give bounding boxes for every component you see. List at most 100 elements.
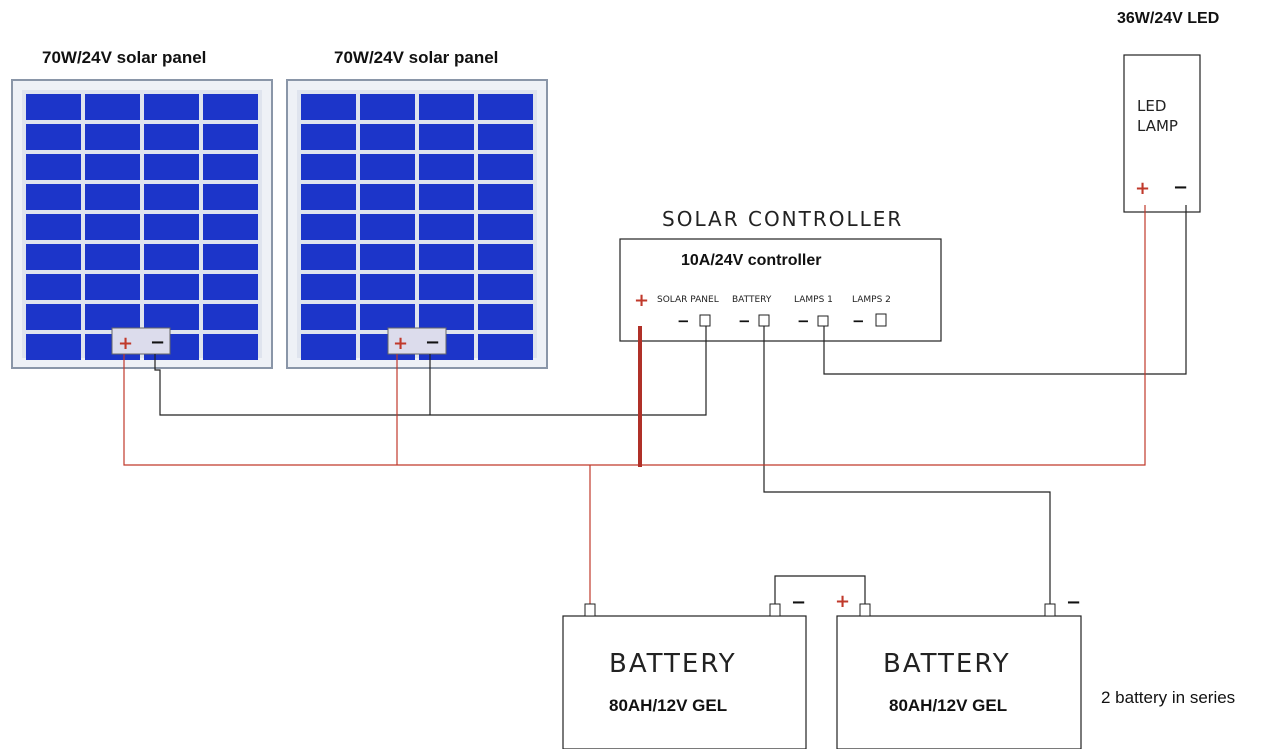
led-title: 36W/24V LED xyxy=(1117,10,1219,27)
solar-cell xyxy=(419,274,474,300)
controller-battery-minus: − xyxy=(738,312,751,330)
controller-lamps1-terminal xyxy=(817,315,829,327)
solar-cell xyxy=(301,334,356,360)
battery-2-negative-post xyxy=(1044,603,1056,617)
solar-panel-2-minus-terminal: − xyxy=(425,332,440,353)
battery-2-minus-label: − xyxy=(1066,592,1081,613)
solar-cell xyxy=(203,274,258,300)
controller-box xyxy=(619,238,942,342)
solar-cell xyxy=(26,334,81,360)
solar-cell xyxy=(144,94,199,120)
solar-cell xyxy=(301,94,356,120)
solar-cell xyxy=(144,244,199,270)
solar-cell xyxy=(360,124,415,150)
led-lamp-box xyxy=(1123,54,1201,213)
led-lamp-line2: LAMP xyxy=(1137,117,1178,135)
solar-cell xyxy=(26,184,81,210)
solar-cell xyxy=(85,184,140,210)
solar-cell xyxy=(26,94,81,120)
battery-2: BATTERY 80AH/12V GEL xyxy=(836,603,1082,749)
solar-cell xyxy=(85,214,140,240)
controller-lamps1-minus: − xyxy=(797,312,810,330)
battery-2-positive-post xyxy=(859,603,871,617)
controller-terminal-battery: BATTERY xyxy=(732,295,772,305)
solar-cell xyxy=(478,244,533,270)
solar-cell xyxy=(301,244,356,270)
solar-cell xyxy=(26,274,81,300)
solar-panel-2: + − xyxy=(286,79,548,369)
solar-cell xyxy=(203,244,258,270)
solar-cell xyxy=(203,334,258,360)
solar-cell xyxy=(301,304,356,330)
led-plus-terminal: + xyxy=(1135,178,1150,199)
solar-cell xyxy=(478,274,533,300)
solar-cell xyxy=(203,184,258,210)
solar-panel-2-label: 70W/24V solar panel xyxy=(334,48,498,67)
solar-cell xyxy=(203,214,258,240)
controller-terminal-solar-panel: SOLAR PANEL xyxy=(657,295,719,305)
solar-cell xyxy=(301,274,356,300)
controller-solar-minus: − xyxy=(677,312,690,330)
solar-panel-2-junction-box xyxy=(387,327,447,355)
positive-wires xyxy=(123,205,1146,604)
wire-positive-bus xyxy=(123,205,1146,466)
battery-1-spec: 80AH/12V GEL xyxy=(609,696,727,715)
solar-cell xyxy=(419,214,474,240)
solar-cell xyxy=(478,94,533,120)
wire-battery-negative xyxy=(763,326,1051,604)
solar-cell xyxy=(144,184,199,210)
solar-cell xyxy=(144,154,199,180)
solar-cell xyxy=(478,124,533,150)
solar-cell xyxy=(26,124,81,150)
controller-terminal-lamps-1: LAMPS 1 xyxy=(794,295,833,305)
controller-lamps2-minus: − xyxy=(852,312,865,330)
solar-panel-2-cells xyxy=(301,94,533,360)
solar-cell xyxy=(419,304,474,330)
solar-cell xyxy=(85,244,140,270)
solar-panel-1-junction-box xyxy=(111,327,171,355)
solar-cell xyxy=(85,154,140,180)
solar-cell xyxy=(85,304,140,330)
controller-heading: SOLAR CONTROLLER xyxy=(662,207,903,231)
solar-cell xyxy=(360,184,415,210)
solar-cell xyxy=(419,184,474,210)
controller-terminal-lamps-2: LAMPS 2 xyxy=(852,295,891,305)
solar-cell xyxy=(85,124,140,150)
controller-battery-terminal xyxy=(758,314,770,327)
solar-cell xyxy=(419,94,474,120)
solar-cell xyxy=(360,94,415,120)
solar-cell xyxy=(360,214,415,240)
controller-model: 10A/24V controller xyxy=(681,252,822,269)
solar-cell xyxy=(301,184,356,210)
battery-1-positive-post xyxy=(584,603,596,617)
battery-2-title: BATTERY xyxy=(883,649,1011,679)
solar-panel-1-cells xyxy=(26,94,258,360)
solar-panel-1: + − xyxy=(11,79,273,369)
solar-cell xyxy=(203,94,258,120)
wire-lamp-negative xyxy=(823,205,1187,375)
solar-cell xyxy=(301,214,356,240)
negative-wires xyxy=(154,205,1187,604)
solar-cell xyxy=(360,304,415,330)
solar-cell xyxy=(360,274,415,300)
solar-cell xyxy=(85,274,140,300)
controller-solar-terminal xyxy=(699,314,711,327)
solar-cell xyxy=(144,124,199,150)
solar-panel-1-plus-terminal: + xyxy=(118,333,133,354)
solar-cell xyxy=(144,214,199,240)
solar-cell xyxy=(26,304,81,330)
solar-cell xyxy=(419,124,474,150)
solar-cell xyxy=(85,94,140,120)
solar-cell xyxy=(301,124,356,150)
battery-1-negative-post xyxy=(769,603,781,617)
solar-cell xyxy=(144,274,199,300)
solar-cell xyxy=(26,244,81,270)
solar-cell xyxy=(360,244,415,270)
solar-cell xyxy=(26,154,81,180)
solar-cell xyxy=(26,214,81,240)
controller-plus-sign: + xyxy=(634,290,649,311)
solar-cell xyxy=(203,124,258,150)
solar-cell xyxy=(144,304,199,330)
solar-cell xyxy=(419,154,474,180)
